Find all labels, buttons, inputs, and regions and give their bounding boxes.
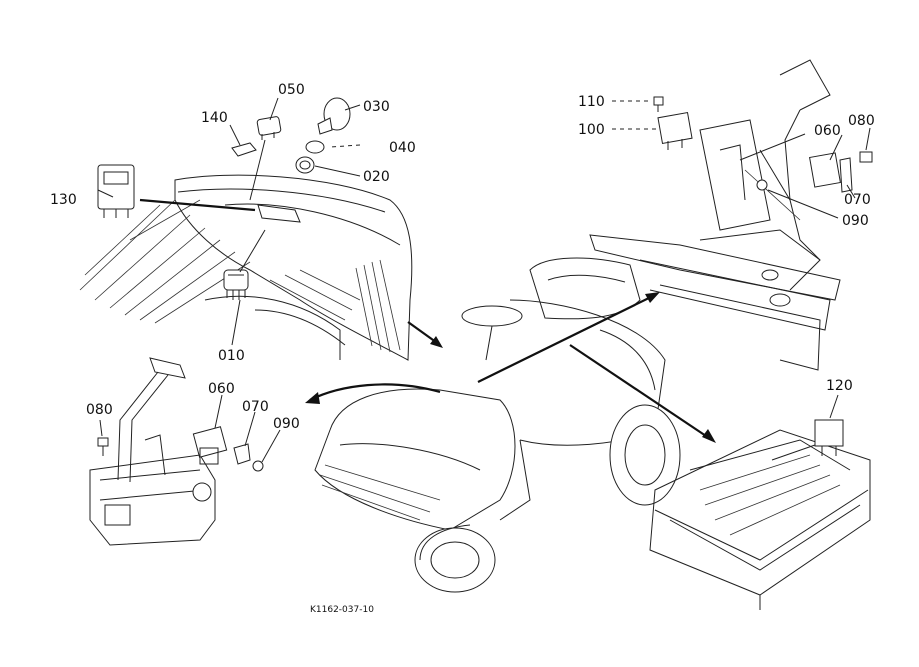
label-090-right: 090 — [842, 213, 869, 229]
key-030 — [317, 97, 351, 135]
label-110: 110 — [578, 94, 605, 110]
hour-meter — [97, 164, 135, 218]
label-120: 120 — [826, 378, 853, 394]
callout-arrows — [139, 198, 816, 461]
label-140: 140 — [201, 110, 228, 126]
label-070-left: 070 — [242, 399, 269, 415]
lamp-cover — [231, 142, 257, 157]
label-130: 130 — [50, 192, 77, 208]
label-080-right: 080 — [848, 113, 875, 129]
label-050: 050 — [278, 82, 305, 98]
label-030: 030 — [363, 99, 390, 115]
label-100: 100 — [578, 122, 605, 138]
seat-switch-bracket-left — [89, 357, 264, 546]
label-020: 020 — [363, 169, 390, 185]
frame-assembly-right — [589, 59, 873, 371]
label-070-right: 070 — [844, 192, 871, 208]
part-labels: 010 020 030 040 050 060 060 070 070 080 … — [50, 82, 875, 615]
key-switch — [223, 269, 249, 300]
switch-050 — [256, 116, 282, 140]
seat-base-assembly — [649, 419, 871, 610]
label-080-left: 080 — [86, 402, 113, 418]
leader-lines — [97, 97, 871, 463]
label-060-right: 060 — [814, 123, 841, 139]
label-010: 010 — [218, 348, 245, 364]
label-090-left: 090 — [273, 416, 300, 432]
label-060-left: 060 — [208, 381, 235, 397]
mower-body — [314, 257, 681, 593]
nut-020 — [295, 156, 315, 174]
dashboard-assembly — [79, 97, 413, 361]
ring-040 — [305, 140, 325, 154]
figure-code: K1162-037-10 — [310, 605, 374, 615]
label-040: 040 — [389, 140, 416, 156]
